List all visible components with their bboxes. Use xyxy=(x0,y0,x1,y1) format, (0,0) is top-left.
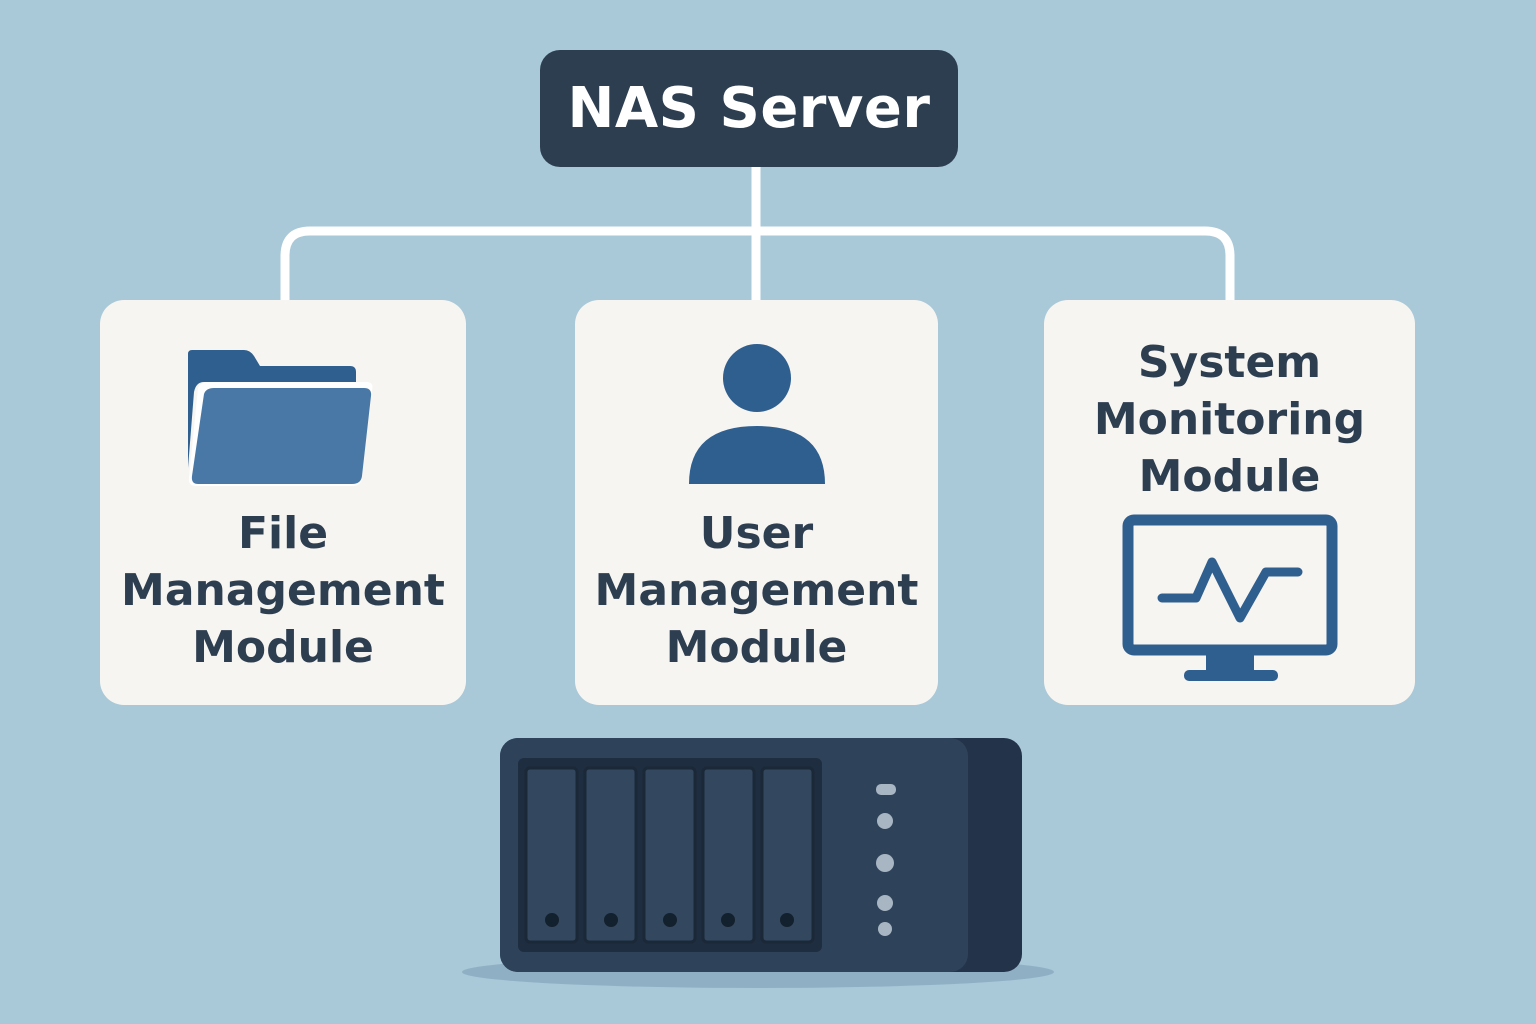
person-icon xyxy=(689,344,825,484)
label-line: Management xyxy=(594,565,919,616)
label-line: System xyxy=(1137,337,1322,388)
label-line: Module xyxy=(1138,451,1321,502)
label-line: Monitoring xyxy=(1093,394,1366,445)
file-management-module-label: File Management Module xyxy=(100,505,466,676)
user-management-module-card: User Management Module xyxy=(575,300,938,705)
nas-device-icon xyxy=(462,738,1054,988)
drive-bays xyxy=(524,766,815,944)
user-management-module-label: User Management Module xyxy=(575,505,938,676)
nas-server-label: NAS Server xyxy=(567,76,931,141)
monitor-icon xyxy=(1122,514,1338,681)
label-line: Module xyxy=(192,622,374,673)
label-line: Management xyxy=(121,565,445,616)
label-line: File xyxy=(237,508,329,559)
nas-server-node: NAS Server xyxy=(540,50,958,167)
label-line: Module xyxy=(665,622,848,673)
label-line: User xyxy=(699,508,814,559)
status-lights xyxy=(876,784,896,936)
system-monitoring-module-card: System Monitoring Module xyxy=(1044,300,1415,705)
system-monitoring-module-label: System Monitoring Module xyxy=(1044,334,1415,505)
folder-icon xyxy=(188,350,373,486)
file-management-module-card: File Management Module xyxy=(100,300,466,705)
